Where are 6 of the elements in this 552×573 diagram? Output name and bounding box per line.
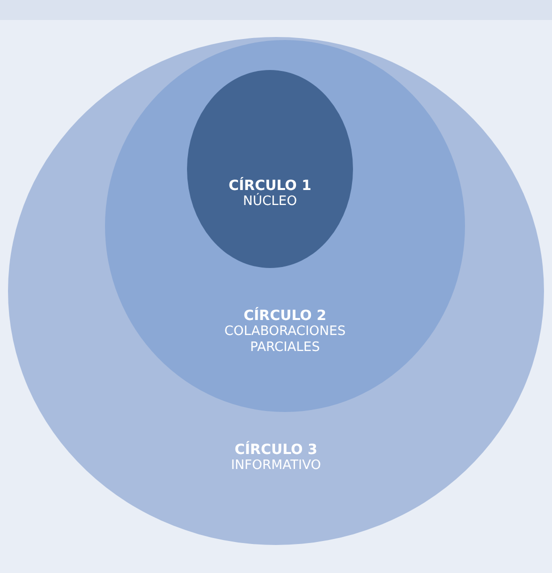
circle-title: CÍRCULO 3 [234, 442, 318, 458]
circle-title: CÍRCULO 2 [244, 308, 326, 324]
circle-label: COLABORACIONES PARCIALES [223, 324, 347, 356]
circle-title: CÍRCULO 1 [228, 178, 312, 194]
circle-label: INFORMATIVO [230, 458, 322, 474]
circle-label: NÚCLEO [242, 194, 297, 210]
